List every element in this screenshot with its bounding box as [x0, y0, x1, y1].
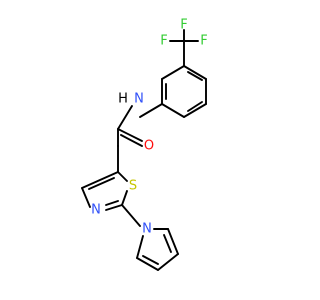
atom-f-right: F	[200, 34, 207, 49]
bond-carbonyl-o-1	[117, 128, 143, 142]
bond-pyr-c3-c4	[157, 253, 179, 271]
bond-pyr-c4-c5	[167, 228, 179, 255]
bond-thz-c2-n3-inner	[105, 200, 119, 206]
atom-f-left: F	[160, 34, 167, 49]
bond-carbonyl-o-2	[120, 134, 143, 147]
bond-thz-c4-c5-inner	[88, 177, 115, 190]
bond-ring-nh	[139, 103, 163, 118]
atom-n-pyrrole: N	[142, 222, 152, 237]
bond-ph-4	[161, 103, 185, 118]
atom-o-carbonyl: O	[144, 139, 154, 154]
bond-thz-n3-c4	[81, 187, 91, 208]
bond-ph-1	[183, 65, 207, 80]
bond-ph-3	[183, 103, 207, 118]
bond-ph-6	[161, 65, 185, 80]
bond-thz-c2-n3	[105, 204, 123, 211]
bond-thz-c5-s	[117, 171, 128, 182]
atom-f-top: F	[180, 18, 187, 33]
bond-ph-inner-2	[187, 101, 203, 112]
bond-ph-inner-1	[187, 71, 203, 81]
bonds	[81, 29, 207, 271]
atom-n-amide: N	[134, 92, 144, 107]
atom-labels: F F F N H O S N N	[91, 18, 208, 237]
bond-thz-c4-c5	[81, 171, 119, 189]
bond-pyr-inner-1	[142, 255, 159, 265]
bond-nh-carbonyl	[117, 105, 133, 130]
bond-pyr-inner-2	[163, 234, 172, 253]
atom-n-thiazole: N	[91, 203, 101, 218]
bond-thz-s-c2	[121, 190, 128, 206]
bond-pyr-n-c2	[136, 235, 144, 259]
molecule-diagram: F F F N H O S N N	[81, 18, 208, 271]
atom-s-thiazole: S	[129, 179, 137, 194]
bond-pyr-c2-c3	[136, 257, 159, 271]
atom-h-amide: H	[118, 92, 128, 107]
bond-thz-pyrrole	[121, 204, 141, 227]
